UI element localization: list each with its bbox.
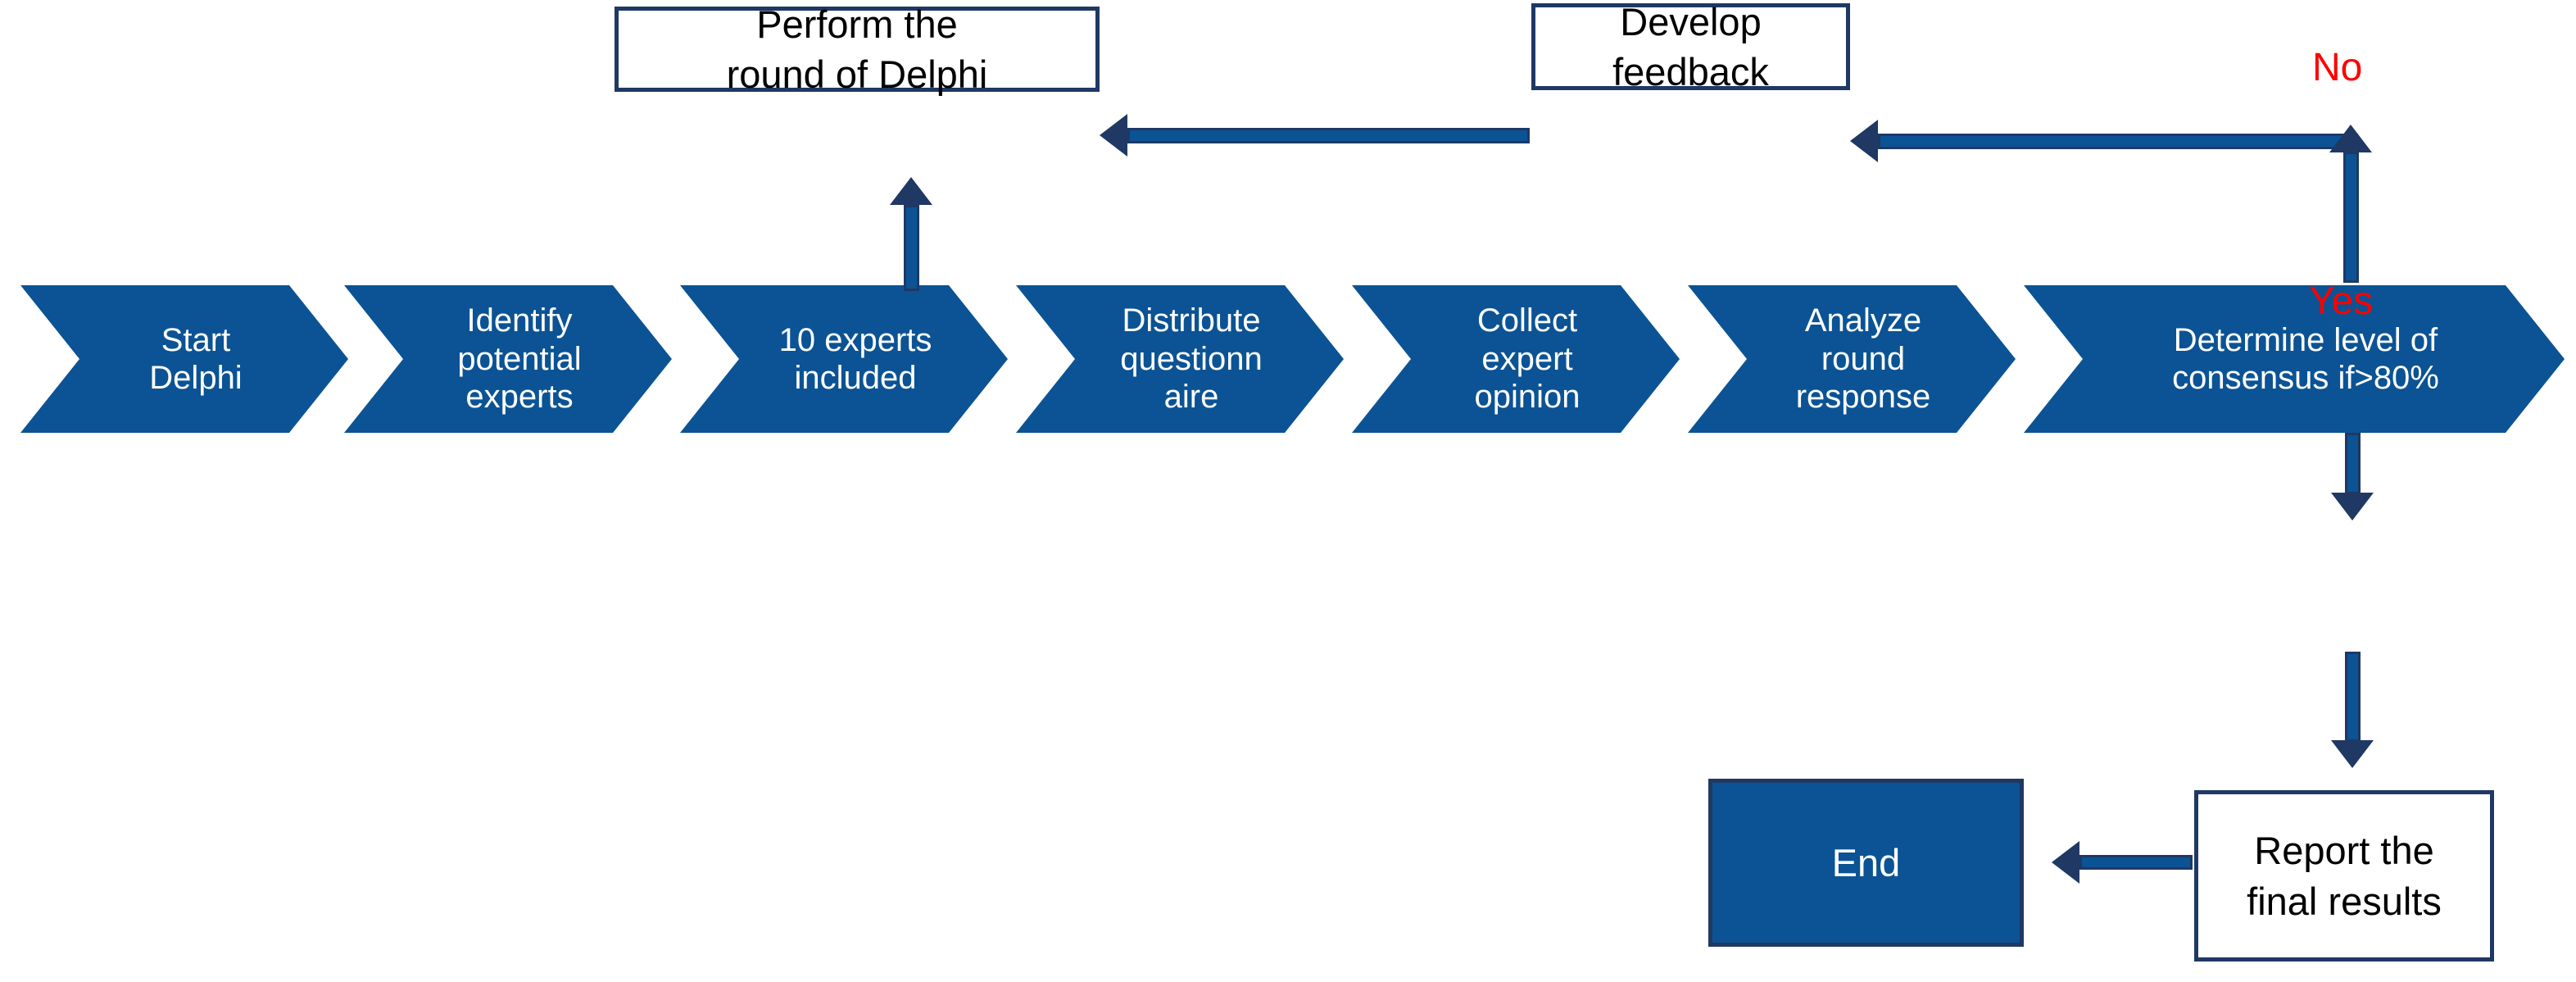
process-box-end-label: End	[1831, 840, 1901, 884]
chevron-step-determine-consensus[interactable]: Determine level of consensus if>80%	[2024, 285, 2565, 433]
chevron-step-collect-expert-opinion[interactable]: Collect expert opinion	[1352, 285, 1680, 433]
connector-report-to-end-line	[2079, 855, 2193, 870]
connector-yes-branch-lower-arrowhead	[2331, 740, 2374, 768]
process-box-report-results[interactable]: Report the final results	[2194, 790, 2494, 962]
chevron-step-start-delphi[interactable]: Start Delphi	[20, 285, 348, 433]
process-box-develop-feedback-label: Develop feedback	[1612, 0, 1769, 93]
connector-no-loop-to-feedback-arrowhead	[1850, 120, 1878, 162]
connector-no-branch-vertical-line	[2343, 152, 2359, 283]
connector-feedback-to-perform-arrowhead	[1100, 114, 1127, 157]
connector-no-branch-arrowhead	[2329, 125, 2372, 152]
decision-label-yes: Yes	[2309, 280, 2374, 323]
process-box-perform-round-label: Perform the round of Delphi	[726, 2, 988, 96]
connector-experts-to-perform-arrowhead	[890, 177, 932, 205]
chevron-step-identify-experts-label: Identify potential experts	[457, 302, 582, 416]
connector-no-loop-to-feedback-line	[1878, 134, 2358, 149]
connector-report-to-end-arrowhead	[2052, 841, 2079, 884]
chevron-step-start-delphi-label: Start Delphi	[149, 321, 243, 396]
connector-yes-branch-upper-arrowhead	[2331, 493, 2374, 521]
chevron-step-analyze-round-response[interactable]: Analyze round response	[1688, 285, 2016, 433]
chevron-step-distribute-questionnaire-label: Distribute questionn aire	[1120, 302, 1263, 416]
process-box-develop-feedback[interactable]: Develop feedback	[1531, 0, 1850, 93]
process-box-end[interactable]: End	[1708, 779, 2024, 947]
chevron-step-identify-experts[interactable]: Identify potential experts	[344, 285, 672, 433]
connector-yes-branch-lower-line	[2345, 652, 2361, 742]
decision-label-no: No	[2312, 46, 2363, 89]
process-box-report-results-label: Report the final results	[2247, 829, 2442, 923]
chevron-step-experts-included[interactable]: 10 experts included	[680, 285, 1008, 433]
connector-feedback-to-perform-line	[1127, 128, 1530, 143]
connector-yes-branch-upper-line	[2345, 433, 2361, 494]
chevron-step-experts-included-label: 10 experts included	[778, 321, 932, 396]
chevron-step-analyze-round-response-label: Analyze round response	[1795, 302, 1931, 416]
chevron-step-collect-expert-opinion-label: Collect expert opinion	[1474, 302, 1581, 416]
chevron-step-distribute-questionnaire[interactable]: Distribute questionn aire	[1016, 285, 1344, 433]
process-box-perform-round[interactable]: Perform the round of Delphi	[615, 2, 1100, 96]
chevron-step-determine-consensus-label: Determine level of consensus if>80%	[2172, 321, 2439, 396]
connector-experts-to-perform-line	[904, 205, 919, 291]
